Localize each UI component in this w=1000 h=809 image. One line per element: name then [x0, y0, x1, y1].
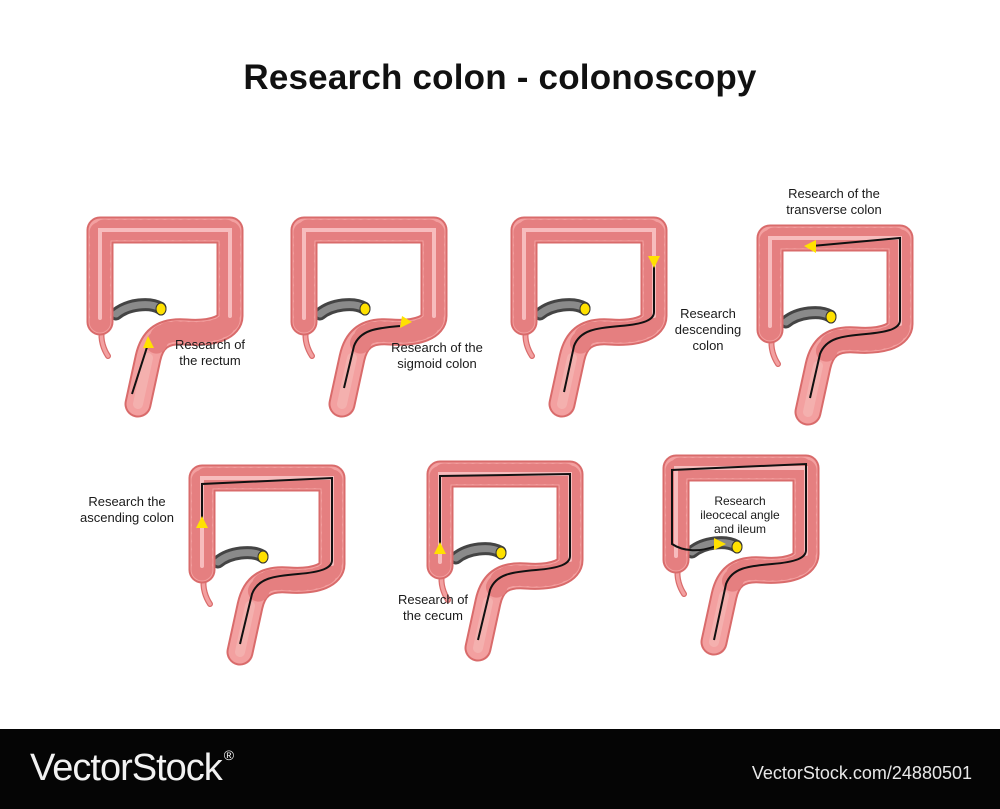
scope-line — [201, 476, 333, 645]
scope-line — [439, 472, 571, 641]
stage-descending — [524, 230, 660, 404]
colonoscopy-diagram — [0, 0, 1000, 729]
page-title: Research colon - colonoscopy — [243, 58, 757, 97]
image-id: VectorStock.com/24880501 — [751, 763, 972, 783]
scope-line — [563, 262, 655, 393]
scope-light — [804, 240, 816, 253]
stage-rectum — [100, 230, 230, 404]
scope-light — [400, 316, 412, 328]
scope-light — [648, 256, 660, 268]
stage-cecum — [434, 474, 570, 648]
scope-line — [131, 343, 149, 395]
scope-light — [196, 516, 208, 528]
scope-line — [809, 236, 901, 399]
scope-line — [671, 462, 807, 641]
stage-ascending — [196, 478, 332, 652]
scope-light — [434, 542, 446, 554]
scope-line — [343, 325, 401, 389]
footer-bar: VectorStock® VectorStock.com/24880501 — [0, 729, 1000, 809]
stage-sigmoid — [304, 230, 434, 404]
stage-transverse — [770, 238, 900, 412]
scope-light — [714, 538, 726, 550]
stage-ileum — [672, 464, 806, 642]
brand-logo[interactable]: VectorStock® — [30, 747, 234, 789]
scope-light — [143, 336, 154, 348]
